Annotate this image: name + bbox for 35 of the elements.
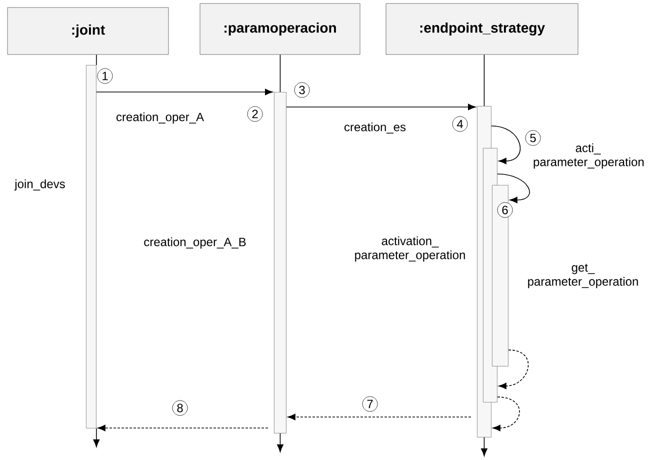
lifeline xyxy=(96,54,97,66)
message-arrow xyxy=(98,424,268,432)
self-call-arrow xyxy=(497,174,530,204)
lifeline-arrow xyxy=(277,433,284,452)
lifeline xyxy=(484,54,485,106)
callout-number: 6 xyxy=(497,202,513,218)
message-label: acti_ parameter_operation xyxy=(534,143,644,169)
lifeline-arrow xyxy=(481,437,488,456)
self-call-arrow xyxy=(492,396,520,432)
message-arrow xyxy=(286,104,476,110)
callout-number: 3 xyxy=(294,82,310,98)
message-label: activation_ parameter_operation xyxy=(355,236,465,262)
callout-number: 5 xyxy=(525,130,541,146)
lifeline-header-box: :paramoperacion xyxy=(200,3,360,55)
callout-number: 2 xyxy=(247,106,263,122)
lifeline-header-box: :joint xyxy=(7,7,169,55)
lifeline-header-box: :endpoint_strategy xyxy=(386,3,578,55)
message-label: join_devs xyxy=(14,179,65,191)
activation-bar xyxy=(86,65,96,428)
message-label: creation_oper_A xyxy=(116,112,204,124)
activation-bar xyxy=(492,185,508,366)
callout-number: 1 xyxy=(97,68,113,84)
activation-bar xyxy=(274,92,286,434)
callout-number: 4 xyxy=(452,116,468,132)
message-arrow xyxy=(288,414,472,420)
message-label: creation_oper_A_B xyxy=(144,237,246,249)
lifeline xyxy=(280,54,281,92)
lifeline-arrow xyxy=(93,428,100,448)
callout-number: 8 xyxy=(172,400,188,416)
message-label: creation_es xyxy=(344,122,406,134)
callout-number: 7 xyxy=(362,396,378,412)
message-label: get_ parameter_operation xyxy=(528,264,638,288)
self-call-arrow xyxy=(498,350,529,390)
message-arrow xyxy=(96,88,273,96)
self-call-arrow xyxy=(491,126,521,164)
